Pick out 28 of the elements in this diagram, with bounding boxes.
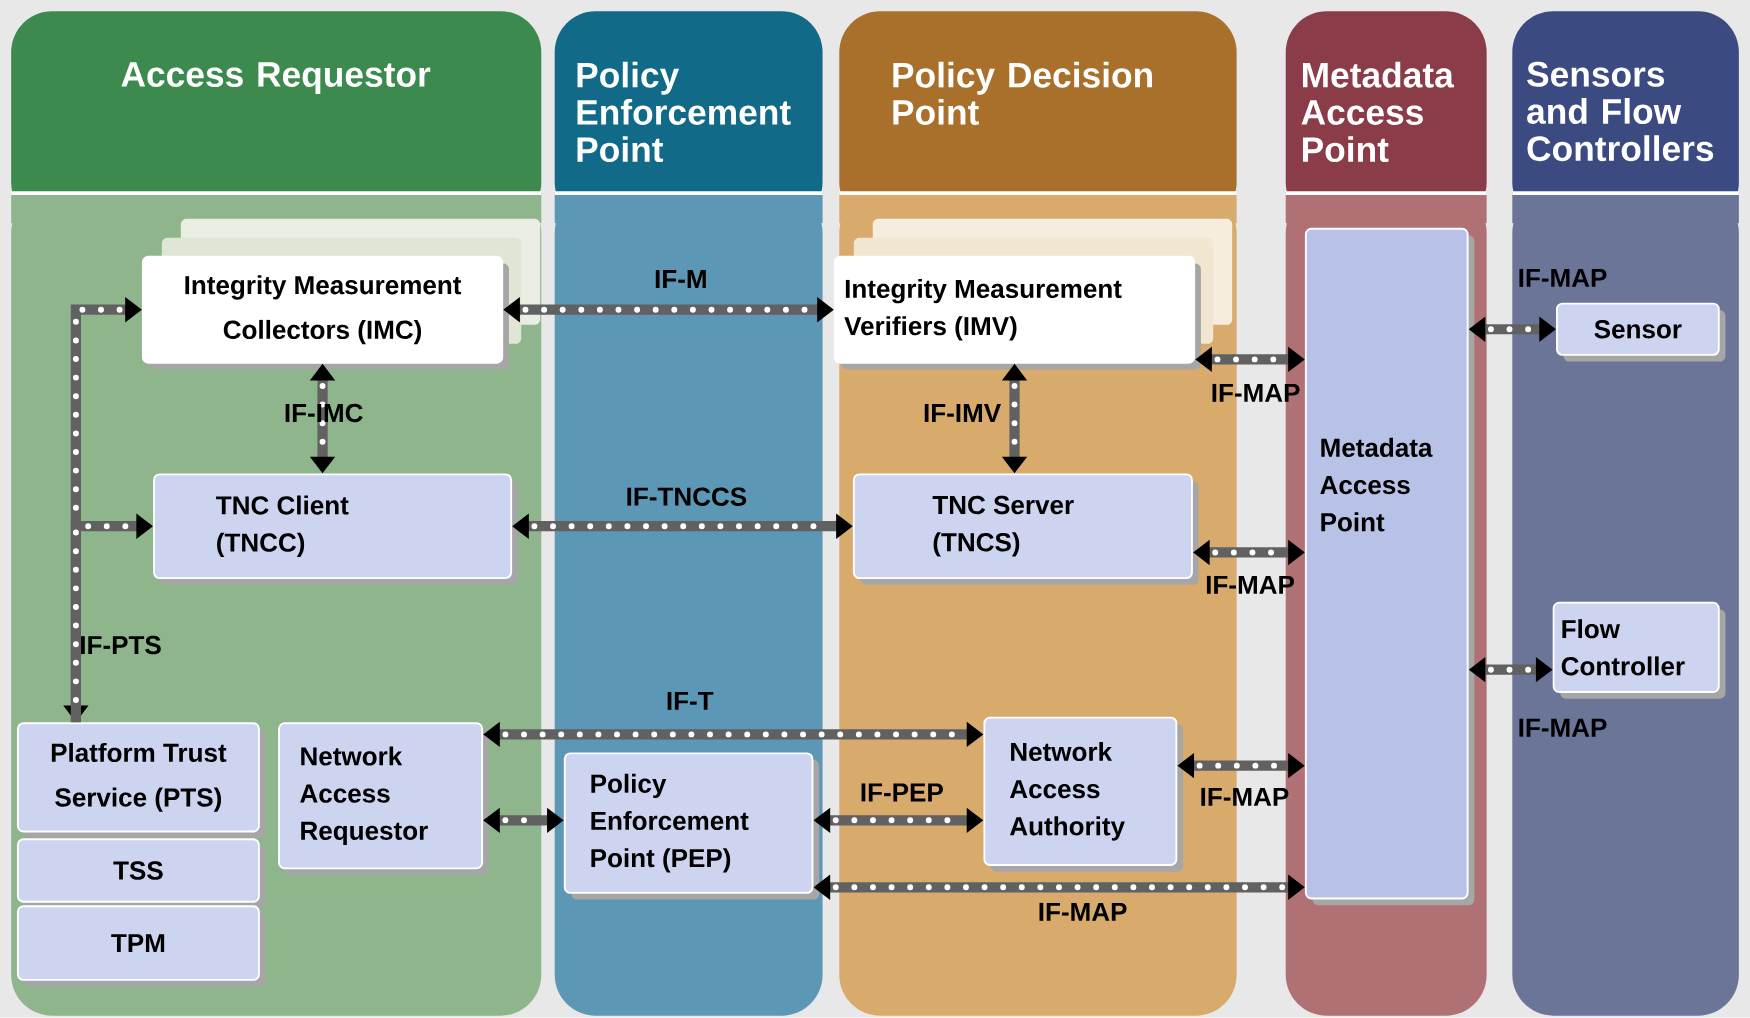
node-label: Access Requestor <box>121 62 431 94</box>
stacked-box: Integrity Measurement Collectors (IMC) <box>141 218 541 370</box>
process-box: Policy Enforcement Point (PEP) <box>563 752 820 900</box>
node-label: Policy Decision Point <box>893 61 1153 125</box>
edge-label: IF-IMV <box>924 404 1001 422</box>
process-box: Network Access Authority <box>983 716 1184 872</box>
process-box: TNC Client (TNCC) <box>153 473 518 585</box>
edge-label: IF-MAP <box>1519 718 1607 737</box>
node-label: Sensors and Flow Controllers <box>1527 61 1714 162</box>
process-box: Flow Controller <box>1552 601 1726 699</box>
edge-label: IF-M <box>655 270 706 289</box>
process-box: Platform Trust Service (PTS) <box>16 722 266 839</box>
stacked-box: Integrity Measurement Verifiers (IMV) <box>833 218 1233 370</box>
process-box: TPM <box>16 905 266 987</box>
edge-label: IF-TNCCS <box>627 487 747 506</box>
edge-label: IF-T <box>667 692 714 710</box>
edge-label: IF-MAP <box>1039 902 1127 921</box>
process-box: Metadata Access Point <box>1304 227 1475 906</box>
edge-label: IF-PTS <box>81 635 161 655</box>
process-box: TNC Server (TNCS) <box>852 473 1199 585</box>
process-box: Network Access Requestor <box>278 722 489 876</box>
process-box: Sensor <box>1556 302 1726 362</box>
edge-label: IF-PEP <box>861 783 943 802</box>
process-box: TSS <box>16 838 266 909</box>
node-label: Policy Enforcement Point <box>577 61 791 163</box>
edge-label: IF-IMC <box>285 403 363 423</box>
edge-label: IF-MAP <box>1519 269 1607 287</box>
node-label: Metadata Access Point <box>1301 61 1455 163</box>
